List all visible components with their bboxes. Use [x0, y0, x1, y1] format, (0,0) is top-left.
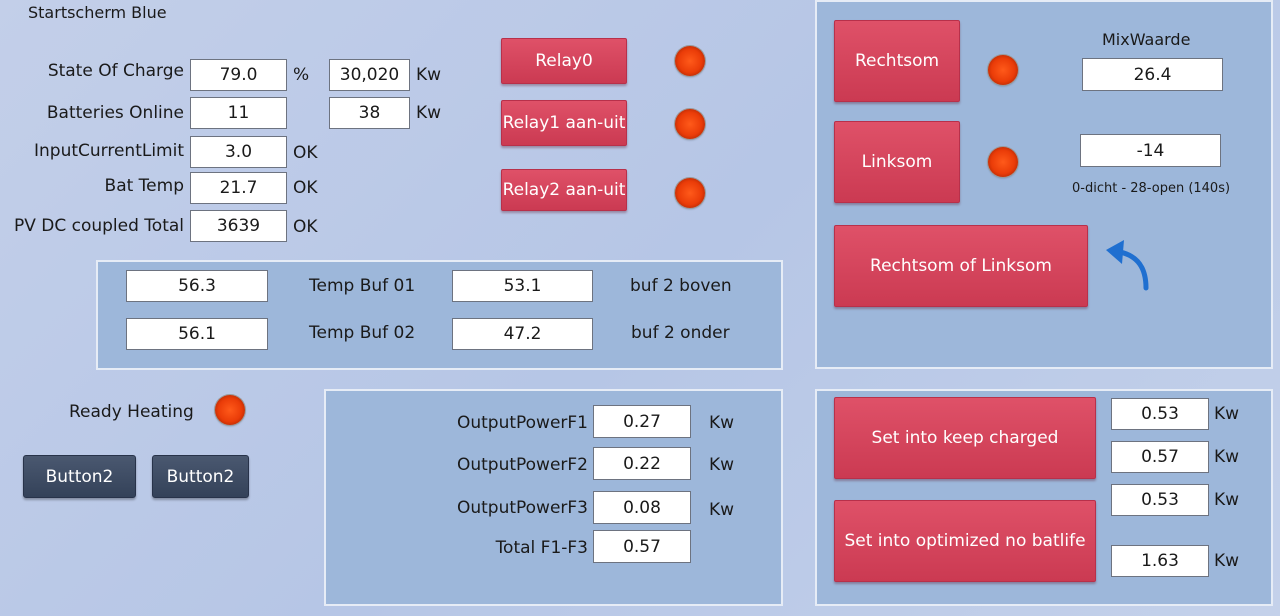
linksom-button[interactable]: Linksom [834, 121, 960, 203]
ready-heating-indicator-led [215, 395, 245, 425]
charge-value-3-unit: Kw [1214, 490, 1240, 510]
temp-buf-01-label: Temp Buf 01 [309, 276, 416, 296]
output-power-f3-unit: Kw [709, 500, 735, 520]
batteries-online-field: 11 [190, 97, 287, 129]
output-power-f3-label: OutputPowerF3 [456, 498, 588, 518]
charge-value-1-field: 0.53 [1111, 398, 1209, 430]
output-power-f2-unit: Kw [709, 455, 735, 475]
charge-value-1-unit: Kw [1214, 404, 1240, 424]
output-power-f3-field: 0.08 [593, 491, 691, 524]
button2-left[interactable]: Button2 [23, 455, 136, 498]
bat-temp-label: Bat Temp [104, 176, 184, 196]
relay0-indicator-led [675, 46, 705, 76]
soc-field: 79.0 [190, 59, 287, 91]
charge-value-4-unit: Kw [1214, 551, 1240, 571]
charge-value-2-unit: Kw [1214, 447, 1240, 467]
ready-heating-label: Ready Heating [69, 402, 194, 422]
button2-right[interactable]: Button2 [152, 455, 249, 498]
rechtsom-of-linksom-button[interactable]: Rechtsom of Linksom [834, 225, 1088, 307]
pv-dc-total-label: PV DC coupled Total [13, 216, 184, 236]
charge-value-2-field: 0.57 [1111, 441, 1209, 473]
curved-arrow-icon [1106, 240, 1149, 291]
set-optimized-no-batlife-button[interactable]: Set into optimized no batlife [834, 500, 1096, 582]
buf2-onder-field: 47.2 [452, 318, 593, 350]
relay1-indicator-led [675, 109, 705, 139]
output-power-f1-field: 0.27 [593, 405, 691, 438]
output-power-f2-label: OutputPowerF2 [456, 455, 588, 475]
linksom-indicator-led [988, 147, 1018, 177]
temp-buf-01-field: 56.3 [126, 270, 268, 302]
soc-label: State Of Charge [47, 61, 184, 81]
output-power-panel [324, 389, 783, 606]
soc-kw-field: 30,020 [329, 59, 410, 91]
output-power-f2-field: 0.22 [593, 447, 691, 480]
mixwaarde-label: MixWaarde [1102, 30, 1191, 49]
mixwaarde-field: 26.4 [1082, 58, 1223, 91]
soc-unit: % [293, 65, 310, 85]
rechtsom-indicator-led [988, 55, 1018, 85]
relay2-button[interactable]: Relay2 aan-uit [501, 169, 627, 211]
output-power-f1-unit: Kw [709, 413, 735, 433]
pv-dc-total-field: 3639 [190, 210, 287, 242]
app-title: Startscherm Blue [28, 3, 167, 22]
relay0-button[interactable]: Relay0 [501, 38, 627, 84]
valve-range-note: 0-dicht - 28-open (140s) [1072, 181, 1231, 196]
buf2-onder-label: buf 2 onder [631, 323, 730, 343]
input-current-limit-label: InputCurrentLimit [33, 141, 184, 161]
soc-kw-unit: Kw [416, 65, 442, 85]
input-current-limit-status: OK [293, 143, 318, 163]
temp-buf-02-field: 56.1 [126, 318, 268, 350]
batteries-online-label: Batteries Online [46, 103, 184, 123]
relay1-button[interactable]: Relay1 aan-uit [501, 100, 627, 146]
output-power-f1-label: OutputPowerF1 [456, 413, 588, 433]
bat-temp-status: OK [293, 178, 318, 198]
buf2-boven-field: 53.1 [452, 270, 593, 302]
set-keep-charged-button[interactable]: Set into keep charged [834, 397, 1096, 479]
total-f1-f3-label: Total F1-F3 [495, 538, 588, 558]
batteries-kw-unit: Kw [416, 103, 442, 123]
charge-value-3-field: 0.53 [1111, 484, 1209, 516]
charge-value-4-field: 1.63 [1111, 545, 1209, 577]
bat-temp-field: 21.7 [190, 172, 287, 204]
total-f1-f3-field: 0.57 [593, 530, 691, 563]
pv-dc-total-status: OK [293, 217, 318, 237]
input-current-limit-field: 3.0 [190, 136, 287, 168]
batteries-kw-field: 38 [329, 97, 410, 129]
relay2-indicator-led [675, 178, 705, 208]
buf2-boven-label: buf 2 boven [630, 276, 732, 296]
temp-buf-02-label: Temp Buf 02 [309, 323, 416, 343]
rechtsom-button[interactable]: Rechtsom [834, 20, 960, 102]
linksom-value-field: -14 [1080, 134, 1221, 167]
